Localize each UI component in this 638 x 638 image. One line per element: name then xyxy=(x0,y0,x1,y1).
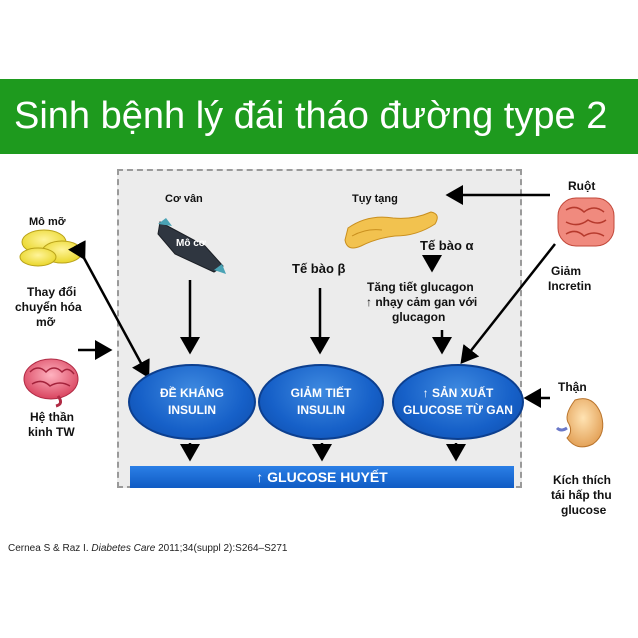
production-line-1: ↑ SẢN XUẤT xyxy=(422,386,494,400)
citation-authors: Cernea S & Raz I. xyxy=(8,543,89,554)
muscle-icon xyxy=(157,218,226,274)
label-brain-1: Hệ thần xyxy=(30,410,75,424)
label-fat-3: mỡ xyxy=(36,315,56,329)
production-line-2: GLUCOSE TỪ GAN xyxy=(403,403,513,417)
label-co-van: Cơ vân xyxy=(165,193,203,205)
label-ruot: Ruột xyxy=(568,179,596,193)
label-kidney-2: tái hấp thu xyxy=(551,488,612,502)
label-fat-2: chuyển hóa xyxy=(15,300,82,314)
citation: Cernea S & Raz I. Diabetes Care 2011;34(… xyxy=(8,543,287,554)
resistance-line-1: ĐỀ KHÁNG xyxy=(159,386,224,400)
label-fat-1: Thay đổi xyxy=(27,285,77,299)
label-kidney-3: glucose xyxy=(561,503,607,517)
kidney-icon xyxy=(555,398,604,448)
title-banner: Sinh bệnh lý đái tháo đường type 2 xyxy=(0,79,638,154)
resistance-line-2: INSULIN xyxy=(167,403,216,417)
insulin-secretion-oval: GIẢM TIẾT INSULIN xyxy=(258,364,384,440)
intestine-icon xyxy=(557,197,615,247)
label-mo-mo: Mô mỡ xyxy=(29,216,66,228)
label-mo-co: Mô cơ xyxy=(176,238,206,249)
secretion-line-1: GIẢM TIẾT xyxy=(290,386,352,400)
label-than: Thận xyxy=(558,380,587,394)
label-glucagon-2: ↑ nhạy cảm gan với xyxy=(366,295,478,309)
citation-journal: Diabetes Care xyxy=(91,543,156,554)
label-te-bao-alpha: Tế bào α xyxy=(420,238,474,253)
secretion-line-2: INSULIN xyxy=(296,403,345,417)
label-incretin-1: Giảm xyxy=(551,264,582,278)
page-title: Sinh bệnh lý đái tháo đường type 2 xyxy=(14,95,608,137)
label-tuy-tang: Tụy tạng xyxy=(352,193,398,205)
brain-icon xyxy=(23,358,79,408)
arrow-fat-resistance-bidirectional xyxy=(68,240,150,379)
insulin-resistance-oval: ĐỀ KHÁNG INSULIN xyxy=(128,364,256,440)
label-glucagon-1: Tăng tiết glucagon xyxy=(367,280,474,294)
label-te-bao-beta: Tế bào β xyxy=(292,261,346,276)
label-kidney-1: Kích thích xyxy=(553,473,612,487)
citation-ref: 2011;34(suppl 2):S264–S271 xyxy=(158,543,288,554)
fat-tissue-icon xyxy=(19,229,83,267)
label-brain-2: kinh TW xyxy=(28,425,75,439)
pancreas-icon xyxy=(344,211,438,249)
blood-glucose-bar: ↑ GLUCOSE HUYẾT xyxy=(130,466,514,488)
label-incretin-2: Incretin xyxy=(548,279,592,293)
arrow-group xyxy=(68,185,556,462)
label-glucagon-3: glucagon xyxy=(392,310,446,324)
arrow-gut-to-production xyxy=(460,243,556,364)
hepatic-glucose-production-oval: ↑ SẢN XUẤT GLUCOSE TỪ GAN xyxy=(392,364,524,440)
